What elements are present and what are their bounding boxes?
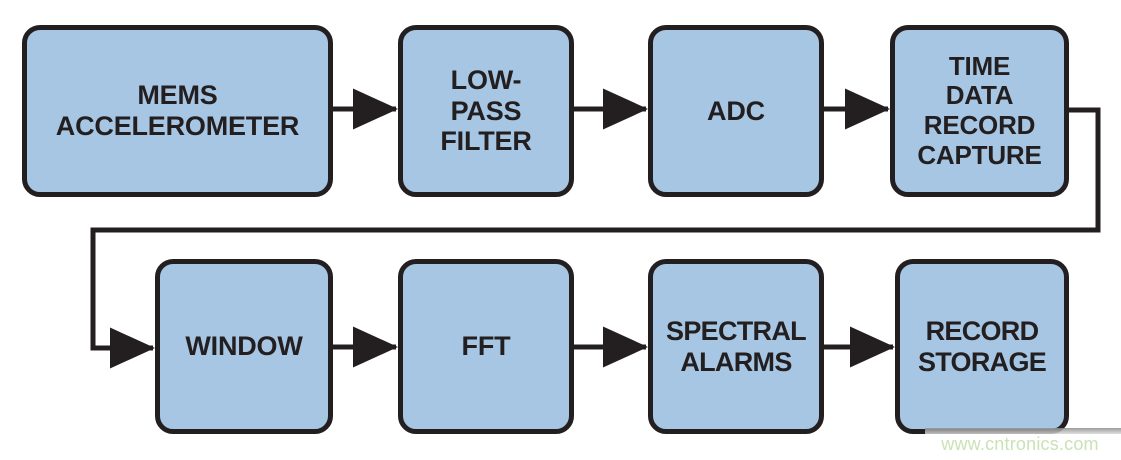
block-mems-accelerometer[interactable]: MEMS ACCELEROMETER [22, 25, 333, 197]
block-time-data-record-capture-label: TIME DATA RECORD CAPTURE [917, 50, 1042, 170]
block-adc-label: ADC [707, 95, 765, 126]
block-window-label: WINDOW [185, 331, 303, 362]
block-mems-accelerometer-label: MEMS ACCELEROMETER [55, 80, 300, 141]
block-spectral-alarms-label: SPECTRAL ALARMS [666, 315, 807, 377]
block-window[interactable]: WINDOW [155, 259, 333, 434]
connector-capture-to-window [90, 107, 1101, 369]
block-record-storage[interactable]: RECORD STORAGE [895, 259, 1069, 434]
block-low-pass-filter-label: LOW- PASS FILTER [440, 64, 532, 157]
block-fft-label: FFT [461, 331, 511, 362]
block-spectral-alarms[interactable]: SPECTRAL ALARMS [648, 259, 824, 434]
watermark-bar [925, 428, 1121, 434]
block-record-storage-label: RECORD STORAGE [917, 315, 1047, 377]
watermark-text: www.cntronics.com [941, 434, 1099, 454]
block-time-data-record-capture[interactable]: TIME DATA RECORD CAPTURE [890, 25, 1069, 197]
block-fft[interactable]: FFT [398, 259, 574, 434]
block-adc[interactable]: ADC [648, 25, 824, 197]
block-low-pass-filter[interactable]: LOW- PASS FILTER [398, 25, 574, 197]
